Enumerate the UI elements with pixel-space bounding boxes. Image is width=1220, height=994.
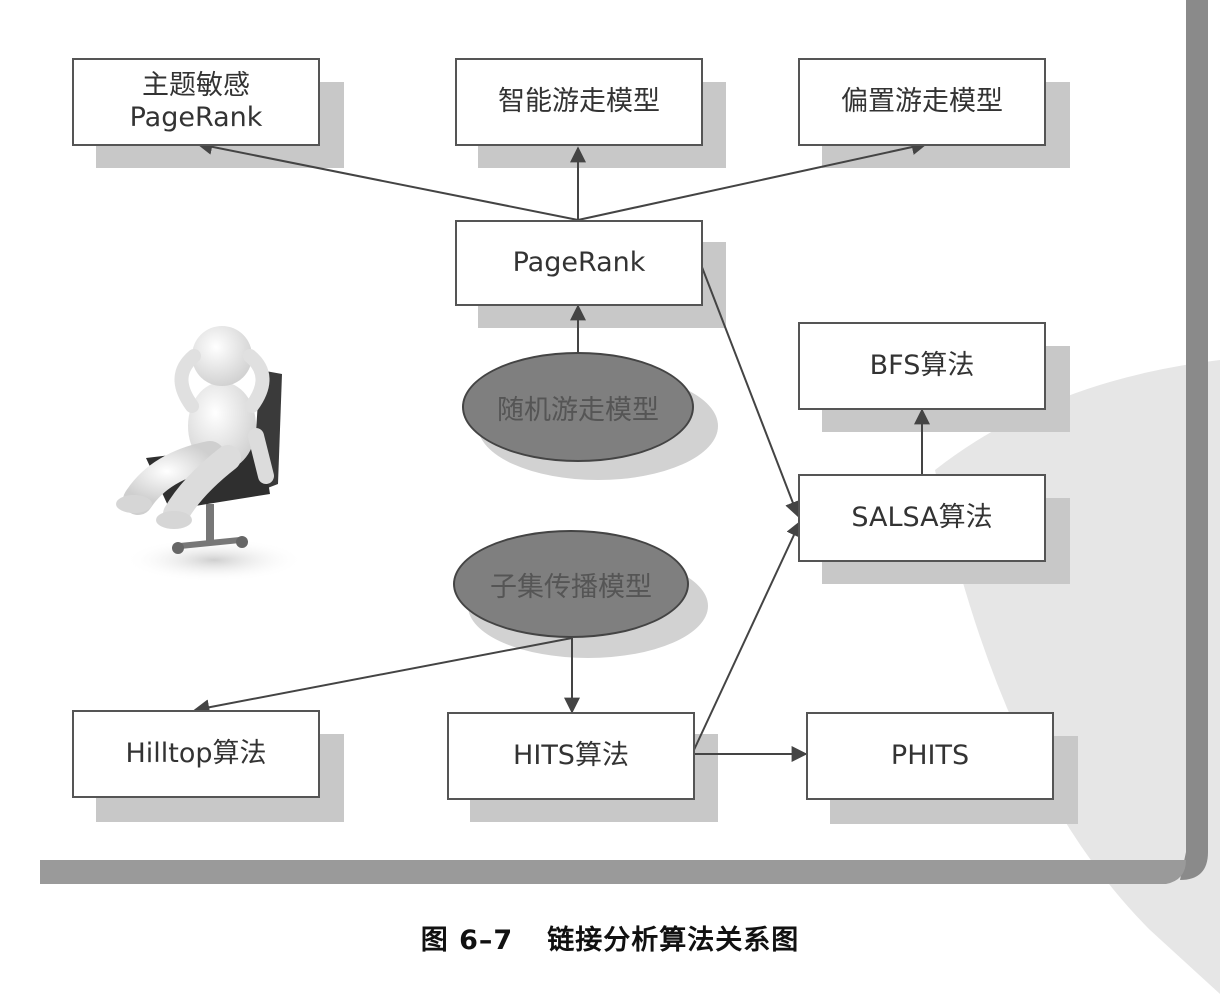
seated-person-illustration [116, 326, 304, 582]
figure-number: 图 6–7 [420, 925, 514, 956]
frame-right-edge [1180, 0, 1208, 880]
node-intelligent-surfer: 智能游走模型 [455, 58, 703, 146]
node-bfs: BFS算法 [798, 322, 1046, 410]
edge-hits-salsa [692, 520, 802, 753]
node-topic-sensitive-pagerank: 主题敏感 PageRank [72, 58, 320, 146]
edge-subset-hilltop [193, 637, 573, 716]
node-phits: PHITS [806, 712, 1054, 800]
node-pagerank: PageRank [455, 220, 703, 306]
figure-title: 链接分析算法关系图 [547, 925, 800, 956]
figure-caption: 图 6–7 链接分析算法关系图 [0, 918, 1220, 957]
node-random-walk: 随机游走模型 [462, 352, 694, 462]
edge-pagerank-biased [577, 139, 928, 221]
edge-pagerank-salsa [699, 261, 801, 518]
node-biased-surfer: 偏置游走模型 [798, 58, 1046, 146]
node-hits: HITS算法 [447, 712, 695, 800]
node-hilltop: Hilltop算法 [72, 710, 320, 798]
node-salsa: SALSA算法 [798, 474, 1046, 562]
node-subset-propagation: 子集传播模型 [453, 530, 689, 638]
frame-bottom-edge [40, 860, 1186, 884]
edge-pagerank-topic [196, 138, 579, 221]
